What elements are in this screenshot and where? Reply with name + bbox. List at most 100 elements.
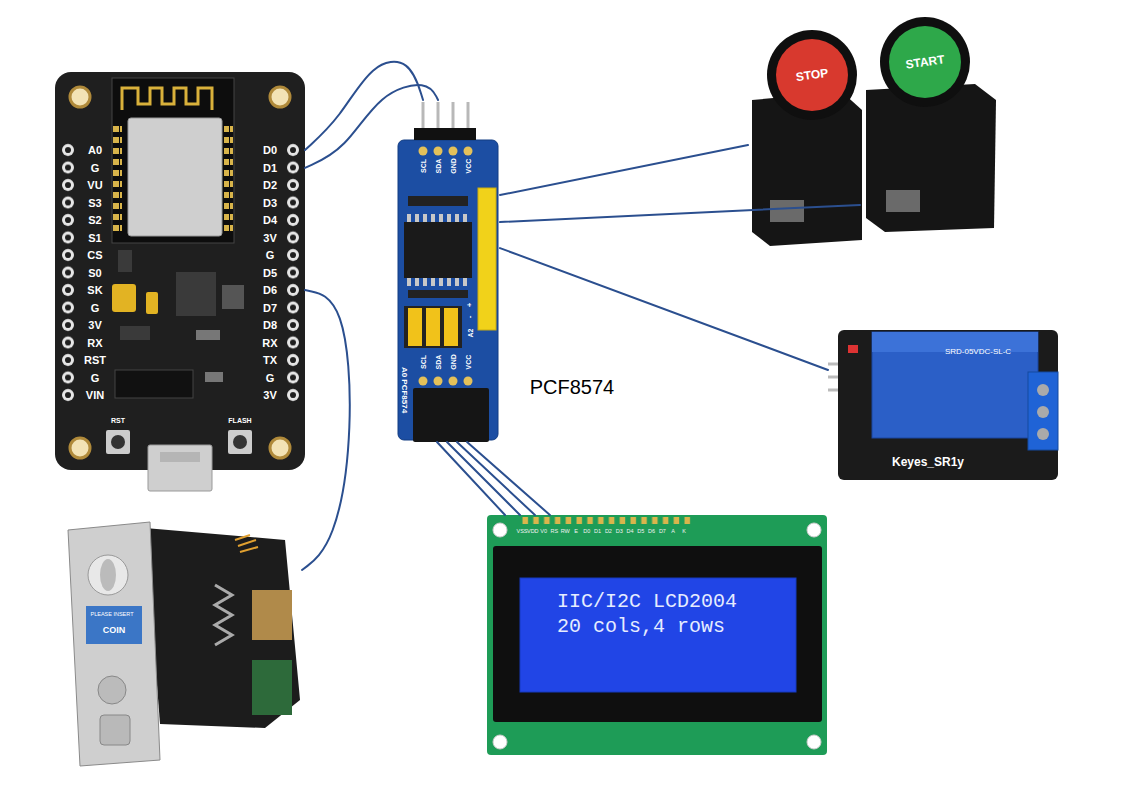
pin-label: RX	[262, 337, 277, 348]
pin-label: Keyes_SR1y	[892, 456, 964, 468]
coin-return	[100, 715, 130, 745]
pin-label: SRD-05VDC-SL-C	[945, 348, 1011, 356]
stop-button-cap	[776, 39, 848, 111]
pin-label: GND	[450, 158, 457, 174]
pin-pad	[449, 147, 458, 156]
pin-label: D5	[263, 267, 277, 278]
pin-label: S1	[88, 232, 101, 243]
rf-shield	[128, 118, 222, 236]
pin-label: TX	[263, 355, 277, 366]
wire	[305, 62, 423, 150]
jumper	[444, 308, 458, 346]
coin-slot-inner	[100, 559, 116, 591]
start-button-cap	[889, 26, 961, 98]
pin-label: FLASH	[228, 417, 251, 424]
pin-label: START	[905, 53, 945, 70]
button-ring	[767, 30, 857, 120]
pin-label: STOP	[795, 67, 829, 83]
pin-label: 3V	[88, 320, 101, 331]
antenna-trace	[122, 88, 212, 110]
stop-button: STOP	[748, 35, 860, 247]
resistor-array	[408, 196, 468, 206]
lcd-pcb	[487, 515, 827, 755]
coin-acceptor	[68, 522, 300, 766]
push-buttons	[752, 17, 996, 246]
coin-acceptor: PLEASE INSERTCOIN	[62, 518, 302, 768]
push-button-cap	[233, 435, 247, 449]
pin-pad	[434, 377, 443, 386]
push-button-cap	[111, 435, 125, 449]
mount-hole	[807, 523, 821, 537]
screw-terminal	[1028, 372, 1058, 450]
pin-label: S0	[88, 267, 101, 278]
pin-label: D6	[263, 285, 277, 296]
button-ring	[880, 17, 970, 107]
coin-mechanism	[145, 528, 300, 728]
pin-label: +	[466, 303, 474, 308]
wire	[500, 145, 748, 195]
pin-label: D2	[263, 180, 277, 191]
front-plate	[68, 522, 160, 766]
spring	[215, 585, 232, 645]
wire	[500, 248, 828, 370]
pin-label: RST	[111, 417, 125, 424]
pin-label: VSS	[516, 529, 527, 535]
nodemcu-board	[55, 72, 305, 491]
pin-label: D0	[263, 145, 277, 156]
mount-hole	[807, 735, 821, 749]
female-header	[413, 388, 489, 442]
pin-label: D5	[637, 529, 644, 535]
lcd-screen	[520, 578, 796, 692]
terminal-screw	[1037, 406, 1049, 418]
pin-pad	[464, 147, 473, 156]
mount-hole	[70, 438, 90, 458]
pin-pad	[449, 377, 458, 386]
pin-label: SK	[87, 285, 102, 296]
pin-row	[286, 141, 300, 404]
terminal-screw	[770, 200, 804, 222]
component	[222, 285, 244, 309]
screen-text: IIC/I2C LCD2004	[557, 592, 737, 612]
board-pcb	[55, 72, 305, 470]
pin-label: RX	[87, 337, 102, 348]
sensor-wires	[235, 535, 258, 552]
pin-label: VCC	[465, 355, 472, 370]
wifi-module	[112, 78, 234, 243]
pin-label: VDD	[527, 529, 539, 535]
pin-label: SDA	[435, 355, 442, 370]
pin-label: A	[671, 529, 675, 535]
side-header	[478, 188, 496, 330]
mount-hole	[270, 438, 290, 458]
screen-text: 20 cols,4 rows	[557, 617, 725, 637]
lcd-bezel	[493, 546, 822, 722]
pin-label: D3	[263, 197, 277, 208]
pin-label: COIN	[103, 626, 126, 635]
mount-hole	[270, 87, 290, 107]
pin-label: D8	[263, 320, 277, 331]
pin-label: GND	[450, 354, 457, 370]
terminal-screw	[1037, 384, 1049, 396]
wire	[302, 290, 350, 570]
pin-label: D2	[605, 529, 612, 535]
pin-label: S3	[88, 197, 101, 208]
push-button	[106, 430, 130, 454]
pin-label: VIN	[86, 390, 104, 401]
pin-label: G	[91, 162, 100, 173]
pin-label: G	[91, 372, 100, 383]
part-label: PCF8574	[530, 377, 615, 397]
wire	[457, 442, 535, 515]
pin-label: RW	[561, 529, 570, 535]
status-led	[848, 345, 858, 353]
pin-label: E	[574, 529, 578, 535]
pin-label: V0	[540, 529, 547, 535]
component	[118, 250, 132, 272]
pin-label: SCL	[420, 355, 427, 369]
component	[205, 372, 223, 382]
nodemcu-board: A0GVUS3S2S1CSS0SKG3VRXRSTGVIND0D1D2D3D43…	[55, 72, 305, 470]
header-base	[414, 128, 476, 140]
pin-label: S2	[88, 215, 101, 226]
usb-port	[148, 445, 212, 491]
coin-sticker	[86, 606, 142, 644]
